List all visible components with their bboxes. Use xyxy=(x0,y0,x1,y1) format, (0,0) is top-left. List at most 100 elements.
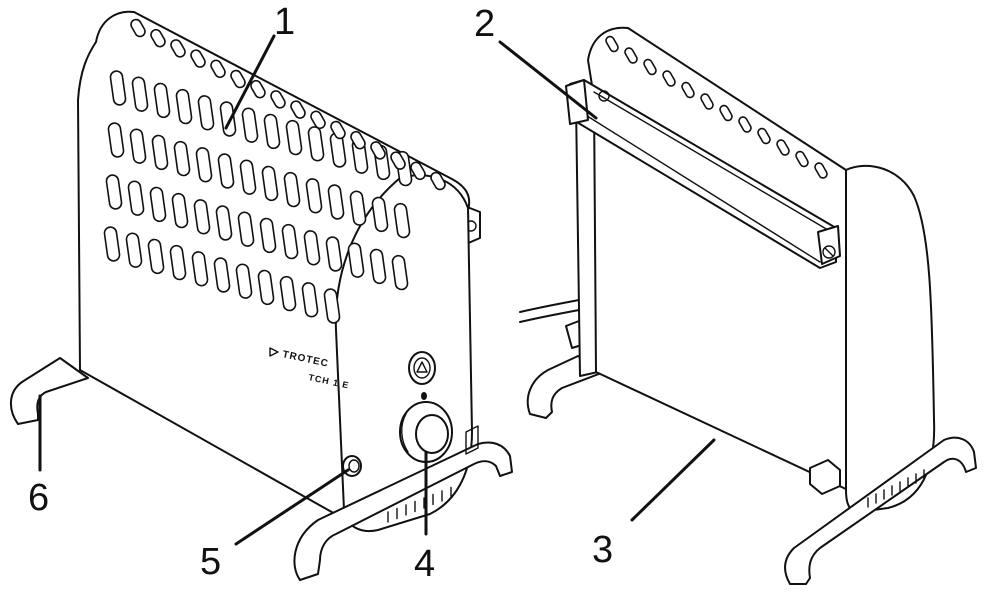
callout-3: 3 xyxy=(592,529,613,571)
thermostat-indicator xyxy=(408,351,436,385)
grille-slot xyxy=(169,244,187,281)
grille-slot xyxy=(347,242,365,278)
grille-slot xyxy=(219,101,237,137)
grille-slot xyxy=(325,236,343,272)
grille-slot xyxy=(237,211,255,247)
ridge-slot xyxy=(410,161,426,181)
leader-3 xyxy=(630,438,716,522)
leader-1 xyxy=(224,34,276,130)
ridge-slot xyxy=(150,28,166,48)
grille-slot xyxy=(323,288,341,324)
ridge-slot xyxy=(290,100,306,119)
grille-slot xyxy=(213,257,231,293)
grille-slot xyxy=(369,248,387,285)
leader-2 xyxy=(498,40,598,120)
grille-slot xyxy=(127,180,145,216)
grille-slot xyxy=(307,126,325,162)
grille-slot xyxy=(305,178,323,214)
rear-view-front-foot xyxy=(784,436,977,585)
grille-slot xyxy=(107,122,125,158)
callout-labels: 1 2 3 4 5 6 xyxy=(28,1,613,585)
ridge-slot xyxy=(776,139,790,156)
grille-slot xyxy=(283,171,301,208)
ridge-slot xyxy=(738,116,752,133)
grille-slot xyxy=(285,119,303,156)
ridge-slot xyxy=(605,35,619,53)
grille-slot xyxy=(147,238,165,275)
grille-slot xyxy=(173,140,191,177)
callout-4: 4 xyxy=(414,543,435,585)
grille-slot xyxy=(149,186,167,223)
grille-slot xyxy=(171,192,189,229)
ridge-slot xyxy=(643,58,657,76)
grille-slot xyxy=(131,76,149,112)
carry-handle xyxy=(565,79,841,269)
grille-slot xyxy=(195,147,213,183)
grille-slot xyxy=(241,107,259,143)
front-view-grille xyxy=(103,18,446,324)
leader-5 xyxy=(234,468,350,546)
grille-slot xyxy=(175,88,193,125)
heater-rear-view xyxy=(519,26,977,585)
ridge-slot xyxy=(190,49,206,68)
front-view-front-foot xyxy=(293,441,513,581)
ridge-slot xyxy=(350,130,366,150)
ridge-slot xyxy=(662,70,676,87)
rear-view-bottom-vents xyxy=(867,469,925,508)
grille-slot xyxy=(371,196,389,233)
grille-slot xyxy=(197,95,215,131)
rear-view-grille xyxy=(605,35,828,179)
indicator-dot xyxy=(421,392,427,400)
ridge-slot xyxy=(130,18,146,38)
grille-slot xyxy=(105,174,123,210)
ridge-slot xyxy=(390,151,406,170)
grille-slot xyxy=(191,251,209,287)
ridge-slot xyxy=(270,90,286,109)
ridge-slot xyxy=(681,81,695,99)
grille-slot xyxy=(129,128,147,164)
grille-slot xyxy=(153,82,171,119)
grille-slot xyxy=(349,190,367,226)
ridge-slot xyxy=(719,104,733,122)
callout-5: 5 xyxy=(200,541,221,583)
callout-2: 2 xyxy=(474,3,495,45)
grille-slot xyxy=(263,113,281,150)
ridge-slot xyxy=(250,79,266,99)
grille-slot xyxy=(109,70,127,106)
grille-slot xyxy=(281,223,299,260)
grille-slot xyxy=(393,202,411,239)
control-knob xyxy=(399,401,453,463)
ridge-slot xyxy=(814,162,828,179)
ridge-slot xyxy=(310,110,326,130)
grille-slot xyxy=(217,153,235,189)
ridge-slot xyxy=(370,141,386,160)
ridge-slot xyxy=(430,171,446,191)
ridge-slot xyxy=(230,69,246,89)
grille-slot xyxy=(279,275,297,312)
front-view-left-foot xyxy=(10,357,89,425)
grille-slot xyxy=(215,205,233,241)
grille-slot xyxy=(125,232,143,268)
ridge-slot xyxy=(330,120,346,140)
ridge-slot xyxy=(757,127,771,145)
callout-1: 1 xyxy=(274,1,295,43)
grille-slot xyxy=(239,159,257,195)
ridge-slot xyxy=(700,93,714,110)
grille-slot xyxy=(391,254,409,291)
heater-front-view: TROTEC TCH 1 E xyxy=(10,10,513,581)
callout-leaders xyxy=(38,34,716,546)
grille-slot xyxy=(103,226,121,262)
grille-slot xyxy=(327,184,345,220)
ridge-slot xyxy=(210,59,226,79)
ridge-slot xyxy=(795,150,809,168)
grille-slot xyxy=(259,217,277,254)
ridge-slot xyxy=(624,47,638,64)
grille-slot xyxy=(257,269,275,306)
ridge-slot xyxy=(170,39,186,58)
callout-6: 6 xyxy=(28,477,49,519)
front-view-bottom-vents xyxy=(387,486,452,523)
grille-slot xyxy=(193,199,211,235)
grille-slot xyxy=(235,263,253,299)
grille-slot xyxy=(261,165,279,202)
